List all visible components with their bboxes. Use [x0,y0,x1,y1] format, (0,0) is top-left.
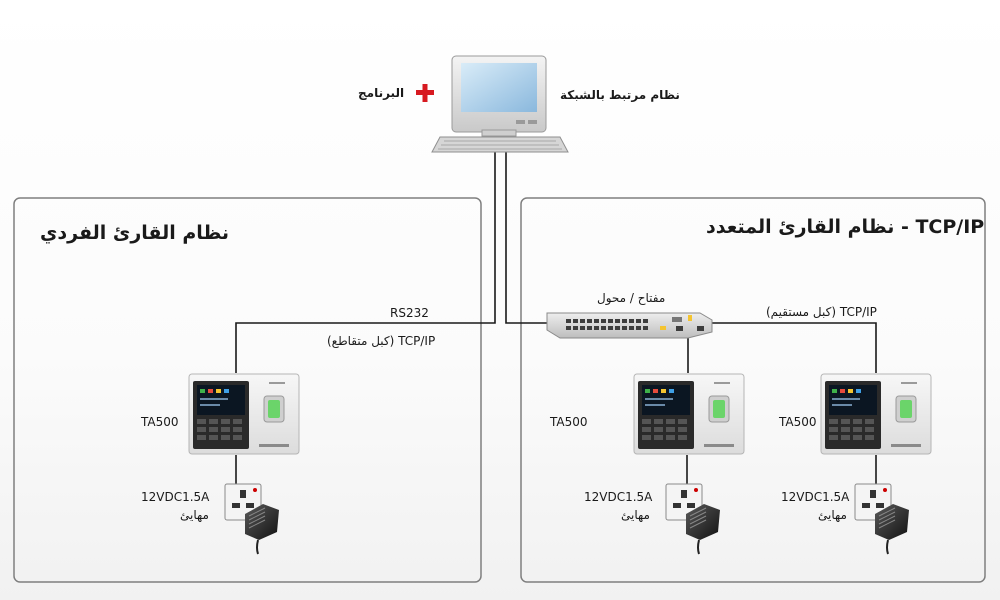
power-adapter-icon-2 [665,483,721,555]
power-adapter-icon-1 [224,483,280,555]
device-model-label: TA500 [141,415,179,429]
multi-system-frame [520,197,986,583]
software-label: البرنامج [358,86,405,100]
adapter-label: مهايئ [621,508,650,522]
reader-device-2 [633,373,745,455]
plus-icon [416,84,434,102]
single-system-title: نظام القارئ الفردي [40,222,230,244]
power-spec-label: 12VDC1.5A [584,490,653,504]
switch-label: مفتاح / محول [597,291,666,305]
single-system-frame [13,197,482,583]
device-model-label: TA500 [550,415,588,429]
adapter-label: مهايئ [818,508,847,522]
power-spec-label: 12VDC1.5A [781,490,850,504]
power-adapter-icon-3 [854,483,910,555]
server-label: نظام مرتبط بالشبكة [560,88,680,102]
rs232-label: RS232 [390,306,429,320]
reader-device-3 [820,373,932,455]
crossover-cable-label: TCP/IP (كبل متقاطع) [327,334,436,348]
device-model-label: TA500 [779,415,817,429]
network-cables [235,146,877,484]
straight-cable-label: TCP/IP (كبل مستقيم) [766,305,877,319]
power-spec-label: 12VDC1.5A [141,490,210,504]
network-switch-icon [546,312,713,339]
computer-icon [431,55,569,153]
adapter-label: مهايئ [180,508,209,522]
multi-system-title: TCP/IP - نظام القارئ المتعدد [706,216,985,238]
reader-device-1 [188,373,300,455]
